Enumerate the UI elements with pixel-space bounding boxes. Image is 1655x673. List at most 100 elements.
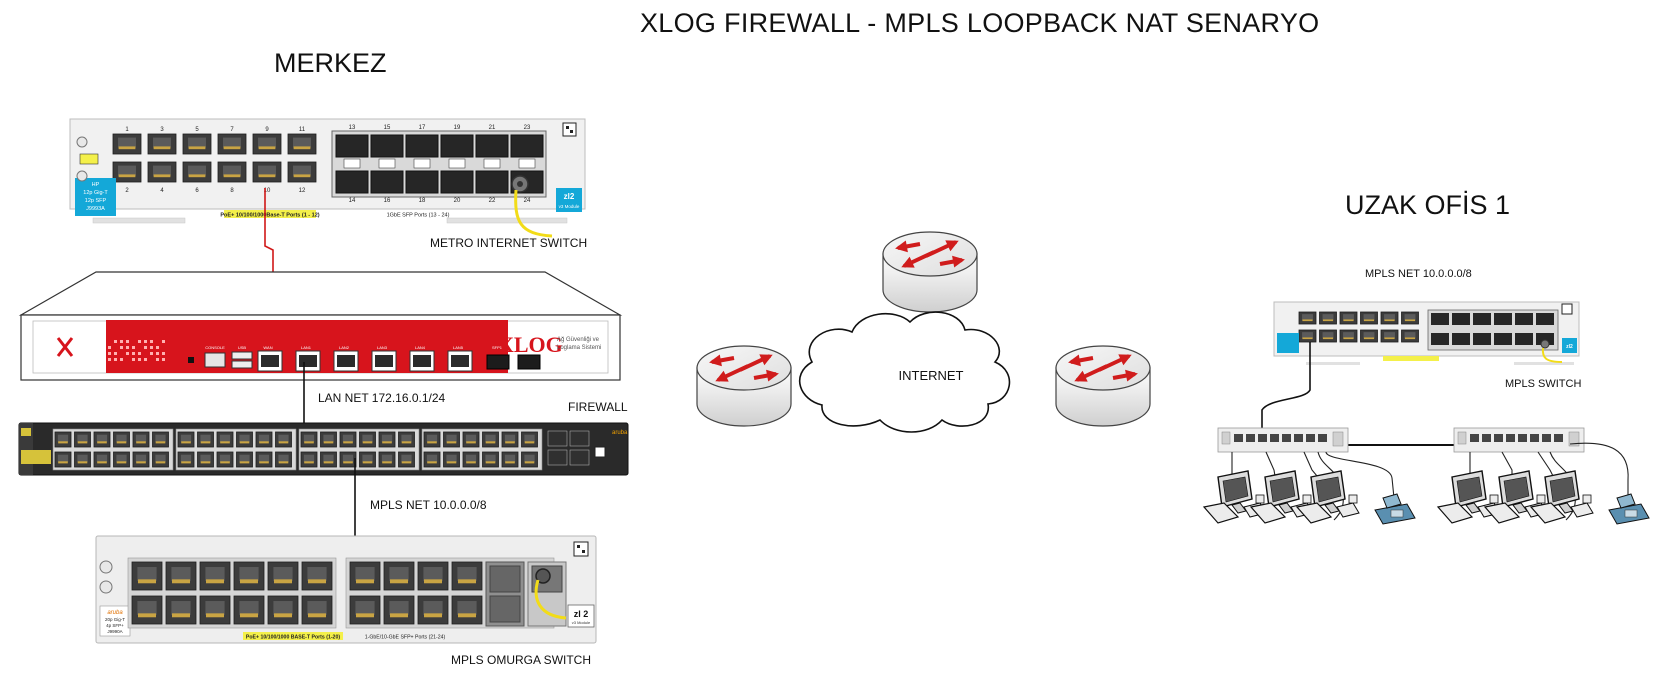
- firewall-brand: XLOG: [498, 332, 563, 357]
- access-port: [1318, 434, 1327, 442]
- omurga-module-line-2: v3 Module: [572, 620, 591, 625]
- remote-mpls-switch: zl2 MPLS SWITCH: [1273, 301, 1581, 390]
- endpoints: [1202, 442, 1650, 525]
- pc-workstation-icon: [1202, 470, 1267, 524]
- console-port: [204, 352, 226, 368]
- site-label-remote: UZAK OFİS 1: [1345, 190, 1511, 220]
- sfp-port: [335, 170, 369, 194]
- port-number: 13: [349, 125, 356, 131]
- omurga-fiber: [534, 579, 567, 620]
- core-tag: [21, 450, 51, 464]
- remote-uplink: [1261, 342, 1311, 430]
- access-port: [1494, 434, 1503, 442]
- remote-sfp-port: [1452, 333, 1470, 345]
- access-port: [1530, 434, 1539, 442]
- qr-code: [573, 541, 589, 557]
- router-icon: [1055, 345, 1151, 427]
- port-number: 17: [419, 125, 426, 131]
- metro-module-line-1: zl2: [564, 192, 575, 201]
- ip-phone-icon: [1608, 493, 1650, 525]
- port-number: 12: [299, 188, 306, 194]
- firewall-port-label: SFP2: [523, 345, 534, 350]
- mpls-core-switch: aruba 20p Gig-T 4p SFP+ J9990A zl 2 v3 M…: [95, 535, 597, 667]
- access-port: [1270, 434, 1279, 442]
- firewall-port-label: LAN2: [339, 345, 350, 350]
- sfp-port: [475, 170, 509, 194]
- core-sfp-ports: [547, 430, 606, 466]
- lan-net-label: LAN NET 172.16.0.1/24: [318, 391, 446, 405]
- remote-sfp-port: [1473, 333, 1491, 345]
- access-port: [1246, 434, 1255, 442]
- firewall-sfp-port: [486, 354, 510, 370]
- port-number: 2: [125, 188, 129, 194]
- remote-sfp-port: [1452, 313, 1470, 325]
- access-port: [1282, 434, 1291, 442]
- access-port: [1306, 434, 1315, 442]
- port-number: 15: [384, 125, 391, 131]
- core-brand: aruba: [612, 430, 628, 436]
- port-number: 18: [419, 198, 426, 204]
- sfp-port: [370, 170, 404, 194]
- usb-port: [231, 351, 253, 360]
- pc-workstation-icon: [1436, 470, 1501, 524]
- metro-module-line-2: v3 Module: [559, 204, 580, 209]
- diagram-title: XLOG FIREWALL - MPLS LOOPBACK NAT SENARY…: [640, 8, 1320, 38]
- sfp-port: [510, 134, 544, 158]
- remote-sfp-port: [1536, 313, 1554, 325]
- poe-tag: [79, 153, 99, 165]
- omurga-port: [451, 595, 483, 625]
- usb-port: [231, 360, 253, 369]
- router-icon: [696, 345, 792, 427]
- qr-code: [594, 446, 606, 458]
- port-number: 24: [524, 198, 531, 204]
- remote-sfp-ports: [1427, 303, 1573, 351]
- mpls-switch-label: MPLS SWITCH: [1505, 378, 1581, 390]
- port-number: 5: [195, 127, 199, 133]
- pc-workstation-icon: [1295, 470, 1360, 524]
- remote-sfp-port: [1494, 313, 1512, 325]
- screw: [76, 170, 88, 182]
- omurga-badge-line-4: J9990A: [107, 629, 122, 634]
- endpoint-cable: [1569, 442, 1629, 498]
- firewall-tagline-2: Loglama Sistemi: [557, 345, 601, 351]
- metro-switch-label: METRO INTERNET SWITCH: [430, 236, 587, 250]
- remote-sfp-port: [1494, 333, 1512, 345]
- internet-cloud: INTERNET: [799, 311, 1011, 433]
- port-number: 20: [454, 198, 461, 204]
- firewall-port-label: LAN3: [377, 345, 388, 350]
- access-switch: [1453, 427, 1585, 453]
- remote-sfp-port: [1473, 313, 1491, 325]
- fiber-cable: [514, 189, 553, 238]
- firewall-port-label: WAN: [263, 345, 272, 350]
- ip-phone-icon: [1374, 493, 1416, 525]
- port-number: 19: [454, 125, 461, 131]
- sfp-port: [475, 134, 509, 158]
- firewall-port-label: LAN5: [453, 345, 464, 350]
- site-label-center: MERKEZ: [274, 48, 387, 78]
- qr-code: [1561, 303, 1573, 315]
- port-number: 22: [489, 198, 496, 204]
- metro-poe-caption: PoE+ 10/100/1000Base-T Ports (1 - 12): [220, 213, 319, 219]
- core-switch: aruba: [18, 422, 629, 476]
- endpoint-cable: [1325, 451, 1395, 499]
- metro-badge-line-1: HP: [92, 182, 100, 188]
- omurga-port-block: [127, 557, 337, 629]
- pc-workstation-icon: [1529, 470, 1594, 524]
- firewall-port-label: SFP1: [492, 345, 503, 350]
- internet-label: INTERNET: [899, 368, 964, 383]
- omurga-switch-label: MPLS OMURGA SWITCH: [451, 653, 591, 667]
- mpls-net-label-remote: MPLS NET 10.0.0.0/8: [1365, 268, 1472, 280]
- port-number: 7: [230, 127, 234, 133]
- core-sfp-port: [547, 449, 568, 466]
- access-port: [1482, 434, 1491, 442]
- firewall-port-label: LAN4: [415, 345, 426, 350]
- remote-sfp-port: [1431, 313, 1449, 325]
- screw: [76, 136, 88, 148]
- metro-module-badge: [556, 188, 582, 212]
- firewall-port-label: LAN1: [301, 345, 312, 350]
